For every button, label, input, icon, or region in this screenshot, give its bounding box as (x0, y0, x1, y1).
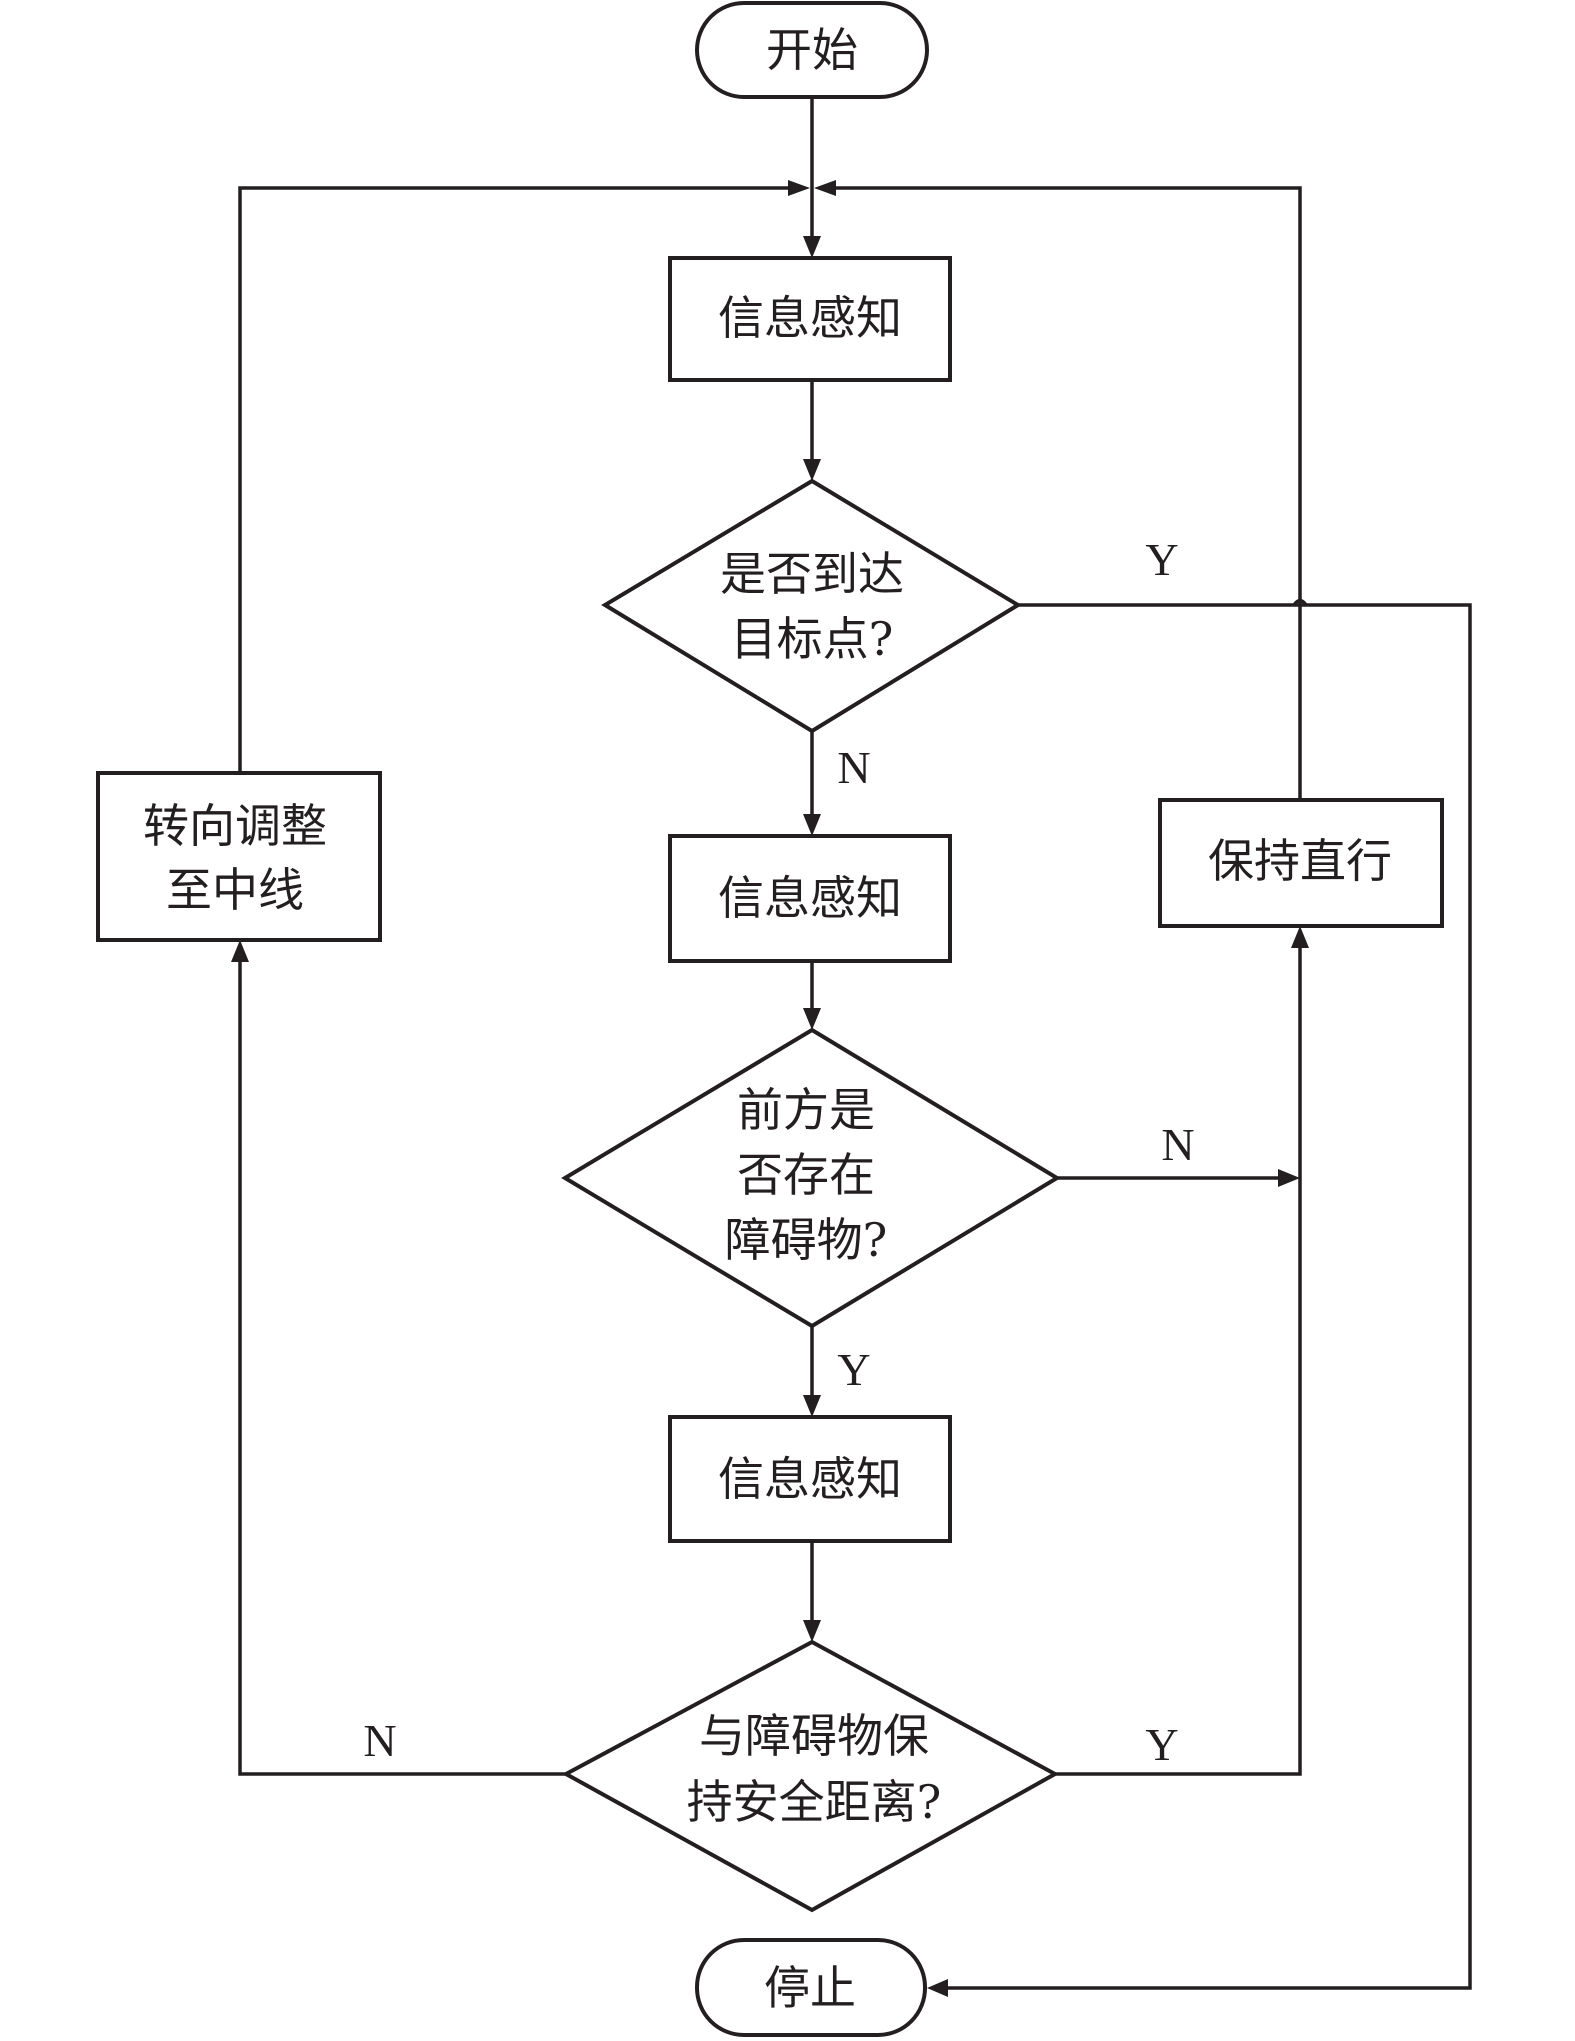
turn-adjust-line-1: 转向调整 (143, 799, 327, 853)
arrowhead-obstacle (803, 1008, 821, 1030)
arrowhead-perceive3 (803, 1395, 821, 1417)
decision-obstacle-line-1: 前方是 (737, 1083, 875, 1137)
edge-straight-to-merge (834, 186, 1302, 800)
keep-straight-label: 保持直行 (1208, 834, 1392, 888)
label-obstacle-no: N (1161, 1119, 1194, 1170)
label-safe-yes: Y (1145, 1719, 1178, 1770)
decision-safe-line-2: 持安全距离? (687, 1775, 942, 1829)
label-target-yes: Y (1145, 534, 1178, 585)
arrowhead-obstacle-no (1278, 1169, 1300, 1187)
decision-safe-line-1: 与障碍物保 (699, 1709, 929, 1763)
decision-obstacle-ahead: 前方是 否存在 障碍物? (561, 1027, 1061, 1329)
label-target-no: N (837, 742, 870, 793)
start-terminal: 开始 (695, 1, 929, 99)
label-safe-no: N (363, 1715, 396, 1766)
turn-adjust-line-2: 至中线 (166, 863, 304, 917)
edge-safe-no (238, 960, 566, 1776)
perceive-1-label: 信息感知 (718, 291, 902, 345)
arrowhead-target (803, 459, 821, 481)
arrowhead-merge-right (814, 180, 836, 196)
edge-labels: Y N N Y N Y (363, 534, 1194, 1770)
arrowhead-stop (927, 1979, 948, 1997)
line-hop (1292, 598, 1308, 607)
decision-target-line-1: 是否到达 (720, 547, 904, 601)
stop-label: 停止 (764, 1961, 856, 2015)
decision-safe-distance: 与障碍物保 持安全距离? (561, 1639, 1060, 1913)
edge-turn-to-merge (238, 186, 790, 773)
connectors (231, 97, 1472, 1997)
decision-reach-target: 是否到达 目标点? (601, 478, 1022, 734)
process-perceive-1: 信息感知 (668, 256, 952, 382)
edge-target-yes-to-stop (946, 603, 1472, 1990)
process-perceive-2: 信息感知 (668, 834, 952, 963)
edge-safe-yes (1055, 946, 1302, 1776)
arrowhead-perceive1 (803, 236, 821, 258)
process-keep-straight: 保持直行 (1158, 798, 1444, 928)
arrowhead-safe (803, 1620, 821, 1642)
stop-terminal: 停止 (695, 1938, 927, 2037)
label-obstacle-yes: Y (837, 1344, 870, 1395)
arrowhead-perceive2 (803, 814, 821, 836)
arrowhead-straight (1291, 926, 1309, 948)
decision-obstacle-line-2: 否存在 (737, 1148, 875, 1202)
perceive-2-label: 信息感知 (718, 871, 902, 925)
decision-obstacle-line-3: 障碍物? (725, 1213, 888, 1267)
process-turn-adjust: 转向调整 至中线 (96, 771, 382, 942)
arrowhead-merge-left (788, 180, 810, 196)
perceive-3-label: 信息感知 (718, 1452, 902, 1506)
process-perceive-3: 信息感知 (668, 1415, 952, 1543)
arrowhead-turn (231, 940, 249, 962)
decision-target-line-2: 目标点? (731, 612, 894, 666)
start-label: 开始 (766, 23, 858, 77)
